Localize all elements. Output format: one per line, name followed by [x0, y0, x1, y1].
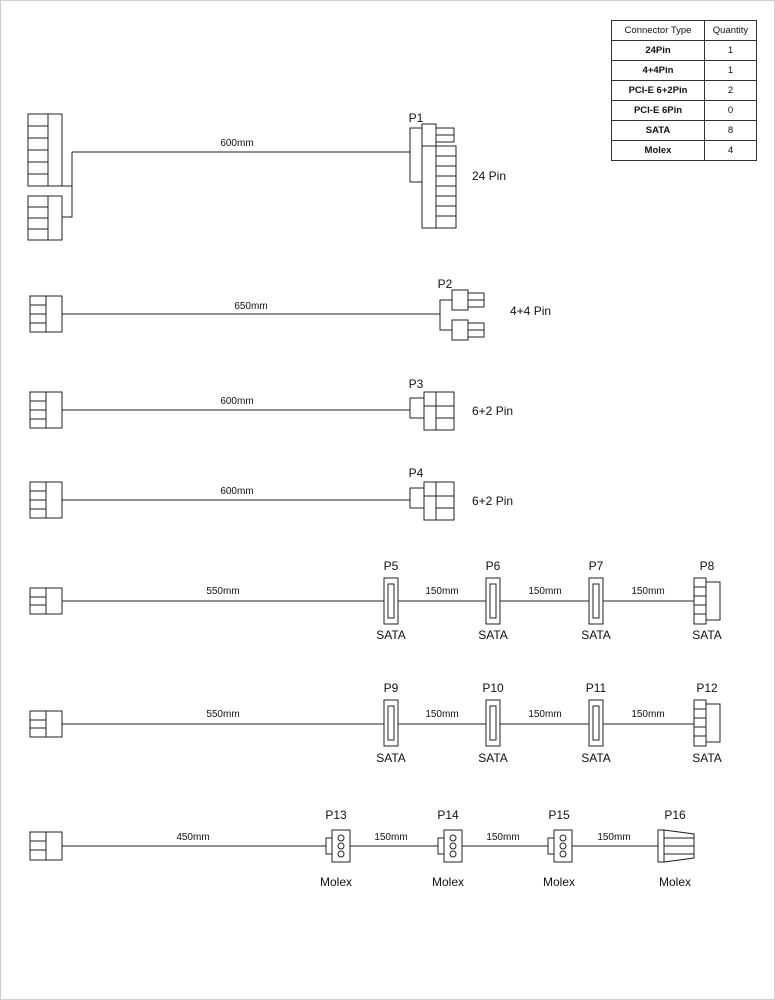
connector-type-cell: SATA	[611, 120, 705, 141]
cable-length-label: 600mm	[220, 486, 253, 497]
port-label: P5	[384, 559, 399, 573]
psu-plug-24pin	[27, 113, 73, 241]
cable-length-label: 600mm	[220, 396, 253, 407]
connector-spec-table: Connector Type Quantity 24Pin 1 4+4Pin 1…	[611, 20, 757, 161]
port-label: P10	[482, 681, 504, 695]
psu-plug-sata-1	[29, 587, 63, 615]
connector-type-label: Molex	[320, 875, 352, 889]
table-row: 4+4Pin 1	[611, 60, 757, 81]
port-label: P8	[700, 559, 715, 573]
sata-connector	[485, 699, 501, 747]
connector-type-cell: PCI-E 6+2Pin	[611, 80, 705, 101]
port-label: P9	[384, 681, 399, 695]
sata-connector-end	[693, 699, 721, 747]
connector-type-cell: 24Pin	[611, 40, 705, 61]
port-label: P7	[589, 559, 604, 573]
sata-connector	[383, 577, 399, 625]
table-row: SATA 8	[611, 120, 757, 141]
connector-type-label: SATA	[692, 628, 722, 642]
port-label: P15	[548, 808, 570, 822]
molex-connector	[437, 829, 463, 863]
port-label: P6	[486, 559, 501, 573]
sata-connector-end	[693, 577, 721, 625]
quantity-cell: 1	[704, 60, 757, 81]
connector-type-label: Molex	[659, 875, 691, 889]
molex-connector	[325, 829, 351, 863]
connector-type-label: SATA	[581, 628, 611, 642]
port-label: P14	[437, 808, 459, 822]
connector-4plus4	[439, 289, 485, 341]
cable-length-label: 650mm	[234, 301, 267, 312]
quantity-cell: 4	[704, 140, 757, 161]
psu-plug-6plus2-b	[29, 481, 63, 519]
sata-connector	[485, 577, 501, 625]
table-row: 24Pin 1	[611, 40, 757, 61]
port-label: P4	[409, 466, 424, 480]
connector-type-label: SATA	[581, 751, 611, 765]
table-row: PCI-E 6+2Pin 2	[611, 80, 757, 101]
cable-length-label: 150mm	[425, 586, 458, 597]
port-label: P3	[409, 377, 424, 391]
header-connector-type: Connector Type	[611, 20, 705, 41]
connector-type-label: Molex	[432, 875, 464, 889]
sata-connector	[383, 699, 399, 747]
connector-type-label: SATA	[376, 628, 406, 642]
connector-24pin	[409, 123, 457, 229]
port-label: P11	[586, 681, 607, 695]
connector-desc-label: 6+2 Pin	[472, 494, 513, 508]
quantity-cell: 0	[704, 100, 757, 121]
sata-connector	[588, 699, 604, 747]
psu-plug-molex	[29, 831, 63, 861]
table-header-row: Connector Type Quantity	[611, 20, 757, 41]
connector-type-cell: PCI-E 6Pin	[611, 100, 705, 121]
cable-length-label: 150mm	[374, 832, 407, 843]
cable-length-label: 150mm	[631, 709, 664, 720]
table-row: PCI-E 6Pin 0	[611, 100, 757, 121]
connector-type-label: SATA	[376, 751, 406, 765]
connector-6plus2-b	[409, 481, 455, 521]
header-quantity: Quantity	[704, 20, 757, 41]
cable-length-label: 150mm	[597, 832, 630, 843]
port-label: P12	[696, 681, 718, 695]
connector-type-label: SATA	[478, 751, 508, 765]
connector-type-label: SATA	[692, 751, 722, 765]
connector-type-cell: 4+4Pin	[611, 60, 705, 81]
table-row: Molex 4	[611, 140, 757, 161]
cable-length-label: 550mm	[206, 586, 239, 597]
connector-type-cell: Molex	[611, 140, 705, 161]
quantity-cell: 1	[704, 40, 757, 61]
cable-length-label: 450mm	[176, 832, 209, 843]
port-label: P13	[325, 808, 347, 822]
molex-connector-end	[657, 829, 695, 863]
connector-type-label: SATA	[478, 628, 508, 642]
cable-length-label: 150mm	[486, 832, 519, 843]
psu-plug-sata-2	[29, 710, 63, 738]
cable-length-label: 150mm	[528, 586, 561, 597]
cable-length-label: 150mm	[425, 709, 458, 720]
sata-connector	[588, 577, 604, 625]
connector-desc-label: 4+4 Pin	[510, 304, 551, 318]
port-label: P2	[438, 277, 453, 291]
connector-6plus2-a	[409, 391, 455, 431]
connector-type-label: Molex	[543, 875, 575, 889]
connector-desc-label: 24 Pin	[472, 169, 506, 183]
quantity-cell: 8	[704, 120, 757, 141]
port-label: P16	[664, 808, 686, 822]
cable-length-label: 550mm	[206, 709, 239, 720]
molex-connector	[547, 829, 573, 863]
cable-length-label: 600mm	[220, 138, 253, 149]
psu-plug-4plus4	[29, 295, 63, 333]
cable-length-label: 150mm	[528, 709, 561, 720]
port-label: P1	[409, 111, 424, 125]
cable-length-label: 150mm	[631, 586, 664, 597]
psu-plug-6plus2-a	[29, 391, 63, 429]
quantity-cell: 2	[704, 80, 757, 101]
connector-desc-label: 6+2 Pin	[472, 404, 513, 418]
